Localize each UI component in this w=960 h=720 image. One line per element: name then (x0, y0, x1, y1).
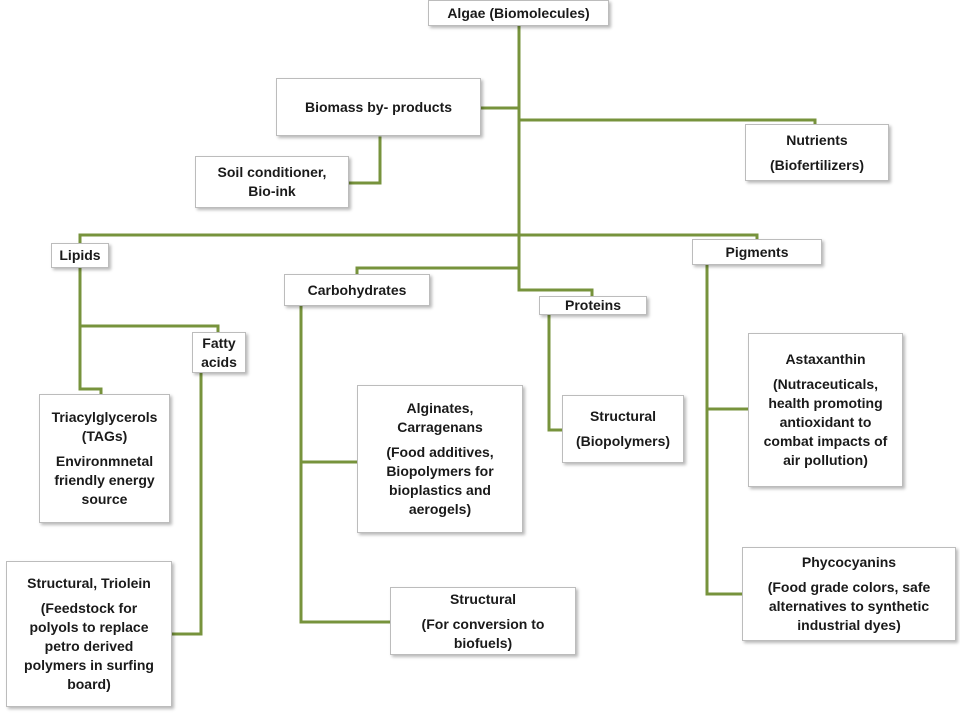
soil-connector (347, 136, 382, 185)
node-alginates-sub: (Food additives, Biopolymers for bioplas… (386, 444, 494, 517)
node-carb-structural-title: Structural (449, 590, 517, 607)
carbohydrates-connector (355, 266, 521, 276)
node-lipids-label: Lipids (59, 247, 101, 263)
node-triacylglycerols: Triacylglycerols (TAGs) Environmnetal fr… (39, 394, 170, 523)
node-algae-biomolecules: Algae (Biomolecules) (428, 0, 609, 26)
node-nutrients-sub: (Biofertilizers) (769, 156, 865, 173)
node-triolein-title: Structural, Triolein (27, 575, 151, 591)
node-phycocyanins-sub: (Food grade colors, safe alternatives to… (767, 579, 931, 633)
node-pigments: Pigments (692, 239, 822, 265)
node-soil-label: Soil conditioner, Bio-ink (217, 164, 327, 199)
node-astaxanthin-title: Astaxanthin (785, 351, 866, 367)
node-carb-structural-sub: (For conversion to biofuels) (421, 615, 545, 651)
node-nutrients: Nutrients (Biofertilizers) (745, 124, 889, 181)
node-biomass-by-products: Biomass by- products (276, 78, 481, 136)
node-protein-structural: Structural (Biopolymers) (562, 395, 684, 463)
node-alginates-title: Alginates, Carragenans (397, 400, 483, 435)
node-fatty-acids: Fatty acids (192, 332, 246, 373)
node-pigments-label: Pigments (725, 243, 789, 260)
node-lipids: Lipids (51, 243, 109, 268)
node-carb-structural: Structural (For conversion to biofuels) (390, 587, 576, 655)
node-structural-triolein: Structural, Triolein (Feedstock for poly… (6, 561, 172, 707)
node-triolein-sub: (Feedstock for polyols to replace petro … (24, 600, 154, 692)
node-carbohydrates-label: Carbohydrates (307, 281, 407, 298)
pigments-vertical (705, 263, 744, 596)
node-fatty-acids-label: Fatty acids (201, 334, 237, 370)
node-prot-structural-title: Structural (589, 408, 657, 424)
node-nutrients-title: Nutrients (786, 131, 848, 148)
nutrients-connector (517, 118, 817, 126)
node-carbohydrates: Carbohydrates (284, 274, 430, 306)
node-astaxanthin: Astaxanthin (Nutraceuticals, health prom… (748, 333, 903, 487)
fatty-acids-to-triolein (170, 371, 203, 636)
node-alginates-carragenans: Alginates, Carragenans (Food additives, … (357, 385, 523, 533)
lipids-vertical (78, 266, 103, 396)
node-soil-conditioner: Soil conditioner, Bio-ink (195, 156, 349, 208)
proteins-connector (517, 288, 594, 298)
node-proteins: Proteins (539, 296, 647, 315)
node-biomass-label: Biomass by- products (304, 98, 453, 115)
node-proteins-label: Proteins (564, 297, 621, 313)
node-tags-sub: Environmnetal friendly energy source (54, 453, 155, 507)
node-phycocyanins-title: Phycocyanins (801, 554, 897, 570)
fatty-acids-connector (78, 324, 220, 334)
node-algae-biomolecules-label: Algae (Biomolecules) (447, 4, 590, 21)
node-phycocyanins: Phycocyanins (Food grade colors, safe al… (742, 547, 956, 641)
node-prot-structural-sub: (Biopolymers) (575, 433, 671, 449)
node-tags-title: Triacylglycerols (TAGs) (51, 409, 158, 444)
carb-vertical (299, 304, 392, 624)
node-astaxanthin-sub: (Nutraceuticals, health promoting antiox… (763, 376, 888, 468)
proteins-vertical (547, 313, 564, 432)
